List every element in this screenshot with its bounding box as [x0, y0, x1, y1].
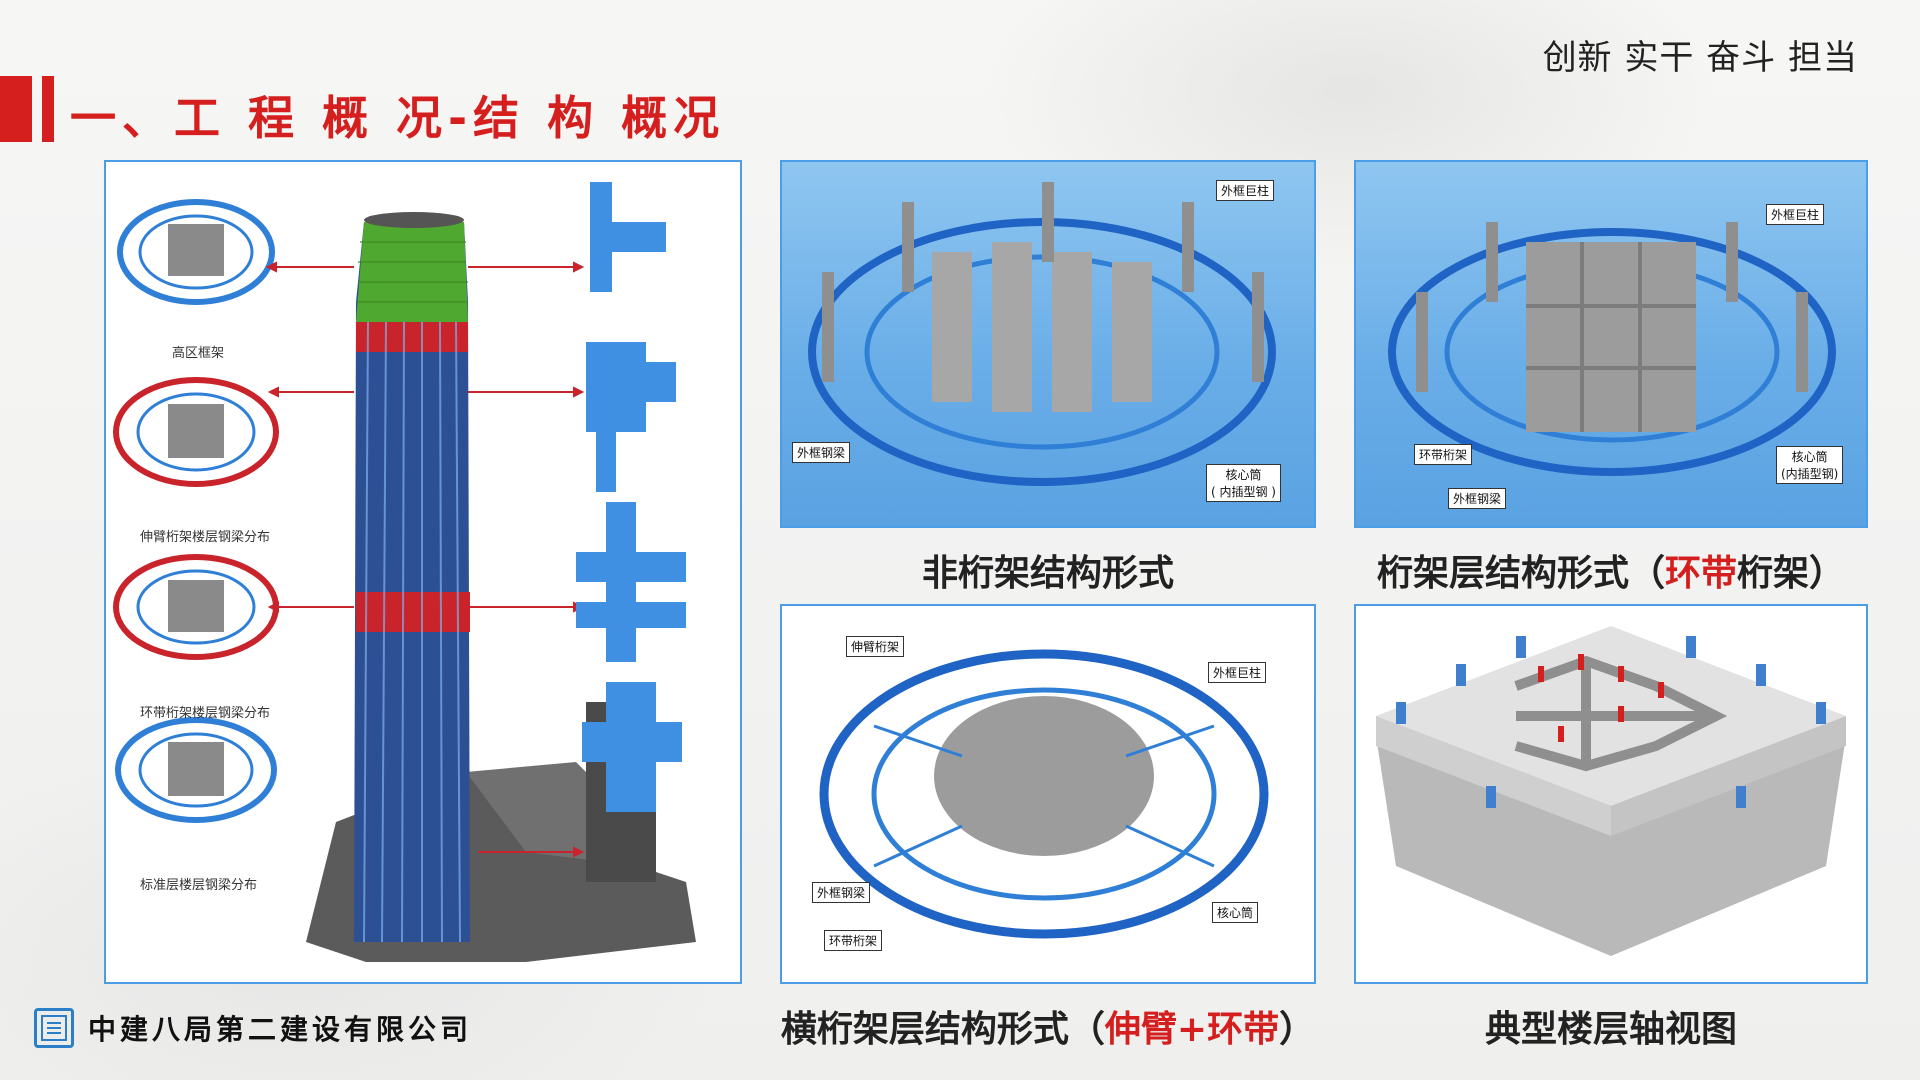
caption-outrigger-belt: 横桁架层结构形式（伸臂+环带） [780, 1009, 1316, 1050]
floor-plan-high-zone [117, 199, 275, 305]
tag-core-tube-3: 核心筒 [1212, 902, 1259, 923]
panel-outrigger-belt: 伸臂桁架 外框巨柱 外框钢梁 环带桁架 核心筒 [780, 604, 1316, 984]
label-standard: 标准层楼层钢梁分布 [140, 878, 258, 893]
non-truss-illustration [808, 182, 1276, 486]
slogan: 创新 实干 奋斗 担当 [1542, 38, 1858, 78]
tag-outer-mega-column-3: 外框巨柱 [1208, 662, 1267, 683]
cscec-logo-icon [34, 1008, 74, 1048]
tag-outer-steel-beam-3: 外框钢梁 [812, 882, 871, 903]
caption-typical-floor: 典型楼层轴视图 [1484, 1009, 1737, 1050]
panel-typical-floor [1354, 604, 1868, 984]
floor-plan-belt-truss [113, 554, 279, 660]
panel-belt-truss: 外框巨柱 环带桁架 外框钢梁 核心筒(内插型钢) [1354, 160, 1868, 528]
label-high-zone: 高区框架 [172, 346, 225, 361]
footer: 中建八局第二建设有限公司 [34, 1008, 472, 1048]
tag-belt-truss: 环带桁架 [1414, 444, 1473, 465]
outrigger-belt-illustration [819, 649, 1269, 939]
tower-illustration [113, 182, 696, 962]
tag-outer-mega-column: 外框巨柱 [1216, 180, 1275, 201]
tag-outer-mega-column-2: 外框巨柱 [1766, 204, 1825, 225]
label-outrigger: 伸臂桁架楼层钢梁分布 [140, 530, 271, 545]
floor-plan-standard [115, 717, 277, 823]
tower-overview-panel: 高区框架 伸臂桁架楼层钢梁分布 环带桁架楼层钢梁分布 标准层楼层钢梁分布 [104, 160, 742, 984]
caption-non-truss: 非桁架结构形式 [921, 553, 1174, 594]
page-title: 一、工 程 概 况-结 构 概况 [70, 91, 726, 145]
tag-core-tube: 核心筒( 内插型钢 ) [1206, 464, 1281, 502]
floor-plan-outrigger [113, 377, 279, 487]
belt-truss-illustration [1388, 222, 1836, 476]
label-belt-truss: 环带桁架楼层钢梁分布 [140, 706, 271, 721]
caption-belt-truss: 桁架层结构形式（环带桁架） [1376, 553, 1846, 594]
tag-outer-steel-beam-2: 外框钢梁 [1448, 488, 1507, 509]
panel-non-truss: 外框巨柱 外框钢梁 核心筒( 内插型钢 ) [780, 160, 1316, 528]
company-name: 中建八局第二建设有限公司 [88, 1013, 473, 1046]
tag-core-tube-2: 核心筒(内插型钢) [1776, 446, 1844, 484]
tag-outrigger-truss: 伸臂桁架 [846, 636, 905, 657]
typical-floor-illustration [1376, 626, 1846, 956]
tag-outer-steel-beam: 外框钢梁 [792, 442, 851, 463]
tag-belt-truss-3: 环带桁架 [824, 930, 883, 951]
